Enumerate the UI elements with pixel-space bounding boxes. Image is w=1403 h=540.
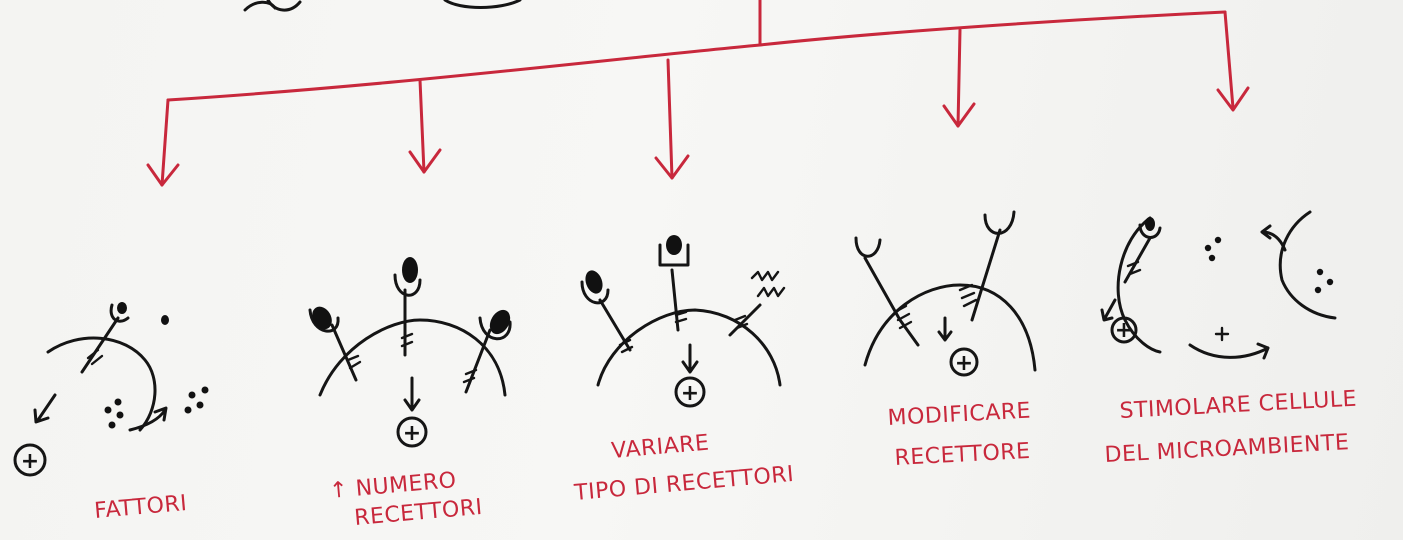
label-numero-line2: RECETTORI	[353, 495, 483, 531]
receptor-stalk	[82, 318, 118, 372]
tree-connectors	[148, 0, 1248, 185]
top-cropped-drawing	[245, 0, 520, 10]
plus-sign: +	[955, 351, 973, 376]
drop-5	[1225, 12, 1233, 108]
ligand	[117, 302, 127, 314]
drop-1	[162, 100, 168, 185]
sketch-modificare: +	[856, 212, 1035, 376]
free-factor	[161, 315, 169, 325]
label-stimolare-line1: STIMOLARE CELLULE	[1119, 387, 1358, 424]
label-modificare-line1: MODIFICARE	[887, 399, 1032, 431]
cell-membrane	[48, 338, 155, 430]
down-arrow	[35, 395, 55, 422]
bar-right	[760, 12, 1225, 45]
drop-4	[958, 30, 960, 126]
label-variare-line2: TIPO DI RECETTORI	[572, 462, 795, 506]
cell-membrane-right	[1280, 212, 1335, 318]
label-fattori: FATTORI	[93, 491, 188, 524]
sketch-variare: +	[582, 235, 784, 406]
label-variare-line1: VARIARE	[610, 431, 710, 464]
labels: FATTORI ↑ NUMERO RECETTORI VARIARE TIPO …	[93, 387, 1357, 531]
plus-sign: +	[403, 421, 421, 446]
sketch-numero: +	[308, 257, 514, 446]
signal-arrow-top	[1262, 226, 1285, 250]
sketch-stimolare: +	[1102, 212, 1335, 358]
zigzag-ligand	[752, 272, 784, 296]
bar-left	[168, 45, 760, 100]
plus-sign: +	[681, 381, 699, 406]
plus-sign: +	[21, 449, 39, 474]
drop-3	[668, 60, 672, 178]
plus-sign: +	[1115, 318, 1133, 343]
sketch-fattori: +	[15, 302, 209, 475]
drop-2	[420, 80, 424, 172]
cell-membrane	[865, 285, 1035, 370]
label-modificare-line2: RECETTORE	[894, 439, 1031, 471]
signal-arrow-bottom	[1190, 344, 1268, 358]
label-stimolare-line2: DEL MICROAMBIENTE	[1104, 430, 1350, 468]
